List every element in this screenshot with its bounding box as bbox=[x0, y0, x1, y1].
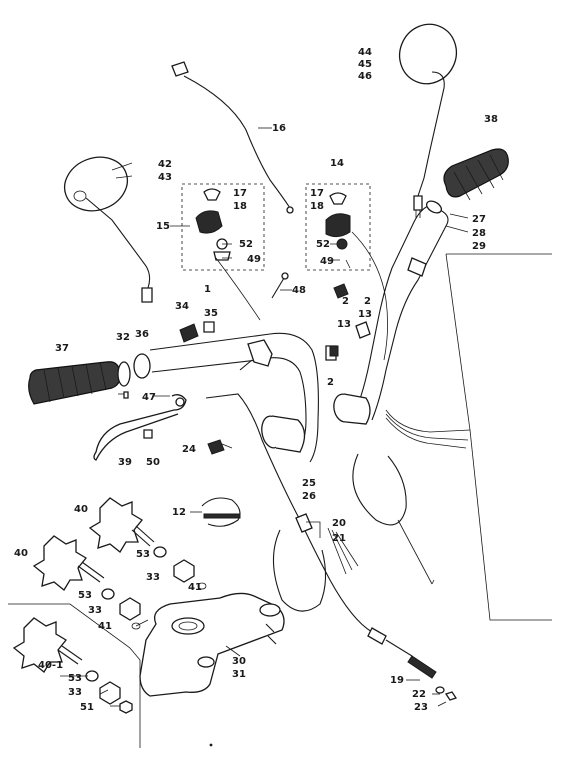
callout-labels: 44 45 46 38 16 42 43 14 17 18 15 52 49 1… bbox=[14, 47, 498, 713]
cable-end-parts bbox=[367, 579, 458, 701]
callout-28: 28 bbox=[472, 228, 486, 239]
callout-18-right: 18 bbox=[310, 201, 324, 212]
callout-40-middle: 40 bbox=[14, 548, 28, 559]
callout-33-middle: 33 bbox=[88, 605, 102, 616]
callout-19: 19 bbox=[390, 675, 404, 686]
callout-53-upper: 53 bbox=[136, 549, 150, 560]
callout-35: 35 bbox=[204, 308, 218, 319]
callout-30: 30 bbox=[232, 656, 246, 667]
callout-34: 34 bbox=[175, 301, 189, 312]
callout-25: 25 bbox=[302, 478, 316, 489]
small-parts bbox=[123, 272, 371, 455]
left-mirror bbox=[63, 156, 153, 303]
callout-12: 12 bbox=[172, 507, 186, 518]
callout-50: 50 bbox=[146, 457, 160, 468]
callout-33-upper: 33 bbox=[146, 572, 160, 583]
callout-37: 37 bbox=[55, 343, 69, 354]
callout-20: 20 bbox=[332, 518, 346, 529]
right-mirror bbox=[398, 23, 458, 218]
divider-lines bbox=[8, 603, 213, 748]
callout-22: 22 bbox=[412, 689, 426, 700]
callout-31: 31 bbox=[232, 669, 246, 680]
right-switch-assembly bbox=[305, 183, 388, 361]
callout-38: 38 bbox=[484, 114, 498, 125]
callout-41-middle: 41 bbox=[98, 621, 112, 632]
callout-17-right: 17 bbox=[310, 188, 324, 199]
callout-40-upper: 40 bbox=[74, 504, 88, 515]
callout-2-upper-right: 2 bbox=[364, 296, 371, 307]
callout-13-upper-right: 13 bbox=[358, 309, 372, 320]
clutch-cable bbox=[205, 393, 373, 633]
throttle-cable bbox=[171, 61, 294, 214]
callout-52-right: 52 bbox=[316, 239, 330, 250]
left-switch-assembly bbox=[181, 183, 265, 321]
callout-52-left: 52 bbox=[239, 239, 253, 250]
callout-14: 14 bbox=[330, 158, 344, 169]
callout-51: 51 bbox=[80, 702, 94, 713]
right-grip bbox=[443, 148, 509, 201]
callout-48: 48 bbox=[292, 285, 306, 296]
callout-24: 24 bbox=[182, 444, 196, 455]
handlebar-center-section bbox=[261, 393, 371, 453]
callout-46: 46 bbox=[358, 71, 372, 82]
wiring-harness-right bbox=[385, 253, 552, 621]
callout-27: 27 bbox=[472, 214, 486, 225]
handlebar-holder bbox=[139, 592, 285, 697]
callout-43: 43 bbox=[158, 172, 172, 183]
star-knob-bolt-upper bbox=[88, 497, 155, 553]
callout-36: 36 bbox=[135, 329, 149, 340]
callout-39: 39 bbox=[118, 457, 132, 468]
cable-band bbox=[201, 497, 241, 527]
callout-26: 26 bbox=[302, 491, 316, 502]
star-knob-bolt-lower bbox=[12, 617, 83, 673]
callout-45: 45 bbox=[358, 59, 372, 70]
callout-32: 32 bbox=[116, 332, 130, 343]
callout-21: 21 bbox=[332, 533, 346, 544]
callout-2-center: 2 bbox=[327, 377, 334, 388]
callout-49-left: 49 bbox=[247, 254, 261, 265]
leader-lines bbox=[60, 127, 469, 707]
callout-16: 16 bbox=[272, 123, 286, 134]
star-knob-bolt-middle bbox=[32, 535, 105, 591]
callout-49-right: 49 bbox=[320, 256, 334, 267]
callout-47: 47 bbox=[142, 392, 156, 403]
washers-nuts bbox=[85, 546, 207, 714]
callout-13-upper-mid: 13 bbox=[337, 319, 351, 330]
callout-53-middle: 53 bbox=[78, 590, 92, 601]
callout-17-left: 17 bbox=[233, 188, 247, 199]
callout-1: 1 bbox=[204, 284, 211, 295]
callout-29: 29 bbox=[472, 241, 486, 252]
cable-loop bbox=[352, 453, 433, 585]
callout-23: 23 bbox=[414, 702, 428, 713]
callout-41-upper: 41 bbox=[188, 582, 202, 593]
callout-15: 15 bbox=[156, 221, 170, 232]
callout-53-lower: 53 bbox=[68, 673, 82, 684]
callout-40-1: 40-1 bbox=[38, 660, 63, 671]
callout-42: 42 bbox=[158, 159, 172, 170]
clutch-lever bbox=[93, 394, 187, 461]
left-grip bbox=[28, 353, 151, 405]
callout-18-left: 18 bbox=[233, 201, 247, 212]
callout-33-lower: 33 bbox=[68, 687, 82, 698]
callout-2-upper-mid: 2 bbox=[342, 296, 349, 307]
callout-44: 44 bbox=[358, 47, 372, 58]
